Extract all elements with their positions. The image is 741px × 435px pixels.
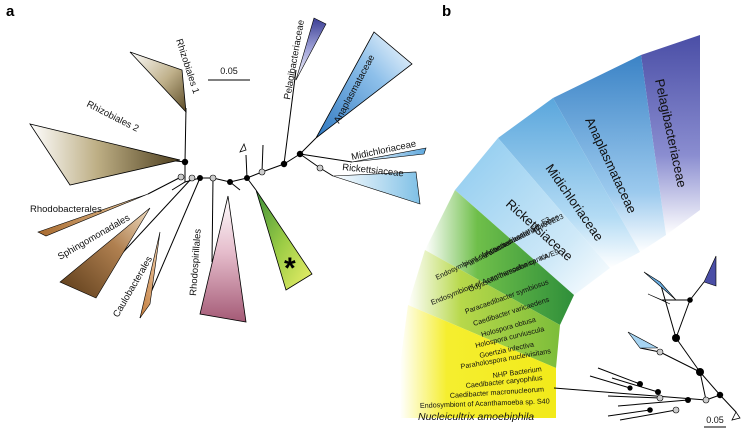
clade-rhodobacterales [37, 193, 149, 237]
b-tri-anapl [643, 271, 677, 301]
band-anaplasmataceae [553, 55, 666, 252]
clade-rhizobiales-1 [129, 51, 187, 114]
panel-b-tree [553, 281, 737, 421]
clade-pelagibacteriaceae [295, 17, 327, 81]
band-pelagibacteriaceae [641, 35, 700, 235]
panel-b-letter: b [442, 3, 451, 20]
clade-rhodospirillales [199, 195, 247, 323]
b-tri-pelag [703, 255, 717, 287]
outgroup-arrow-a [239, 142, 247, 153]
clade-rhizobiales-2 [29, 123, 181, 186]
clade-anaplasmataceae [315, 31, 413, 139]
panel-a-branches [89, 69, 353, 319]
label-rhodobacterales: Rhodobacterales [30, 204, 102, 215]
band-green-upper [425, 190, 574, 325]
b-tri-midi [647, 293, 671, 305]
clade-caulobacterales [139, 231, 161, 319]
band-nucleicultrix [400, 305, 556, 418]
clade-rickettsiaceae [332, 171, 421, 205]
label-rhizobiales-2: Rhizobiales 2 [85, 99, 141, 135]
panel-b-scale-label: 0.05 [706, 415, 724, 425]
panel-a-nodes [177, 150, 324, 185]
novel-clade-star: * [284, 252, 296, 285]
panel-a-scale-label: 0.05 [220, 66, 238, 76]
clade-sphingomonadales [59, 207, 151, 299]
label-rhodospirillales: Rhodospirillales [188, 228, 204, 296]
panel-b-nodes [627, 297, 724, 414]
label-midichloriaceae-a: Midichloriaceae [350, 138, 417, 162]
panel-a-letter: a [6, 3, 15, 20]
b-tri-rick [627, 331, 659, 349]
taxon-label-nucleicultrix: Nucleicultrix amoebiphila [418, 411, 534, 423]
clade-midichloriaceae [351, 147, 427, 163]
band-rickettsiaceae [455, 138, 610, 295]
band-midichloriaceae [498, 98, 640, 268]
clade-novel-green [255, 189, 313, 291]
outgroup-arrow-b [731, 411, 741, 421]
band-green-middle [408, 250, 560, 368]
